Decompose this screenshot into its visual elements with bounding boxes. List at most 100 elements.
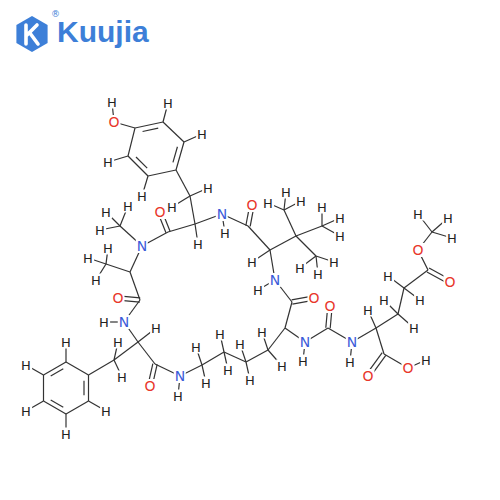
logo-text: Kuujia bbox=[57, 17, 149, 47]
bond-line bbox=[176, 142, 184, 170]
atom-label: H bbox=[98, 316, 110, 329]
atom-label: H bbox=[219, 227, 231, 240]
bond-line bbox=[66, 362, 89, 375]
atom-label: H bbox=[192, 238, 204, 251]
bond-line bbox=[284, 210, 296, 236]
atom-label: H bbox=[244, 374, 256, 387]
atom-label: H bbox=[362, 304, 374, 317]
bond-line bbox=[130, 272, 140, 300]
atom-label: H bbox=[414, 294, 426, 307]
atom-label: H bbox=[280, 186, 292, 199]
atom-label: H bbox=[408, 322, 420, 335]
atom-label: H bbox=[20, 359, 32, 372]
atom-label: O bbox=[143, 379, 156, 393]
atom-label: H bbox=[196, 128, 208, 141]
bond-line bbox=[376, 314, 398, 328]
atom-label: O bbox=[107, 115, 120, 129]
atom-label: H bbox=[256, 326, 268, 339]
atom-label: H bbox=[102, 156, 114, 169]
bond-line bbox=[296, 226, 322, 236]
atom-label: H bbox=[112, 336, 124, 349]
atom-label: H bbox=[234, 338, 246, 351]
atom-label: H bbox=[442, 212, 454, 225]
atom-label: H bbox=[20, 405, 32, 418]
atom-label: N bbox=[174, 369, 186, 383]
atom-label: O bbox=[411, 243, 424, 257]
atom-label: H bbox=[162, 97, 174, 110]
bond-line bbox=[136, 157, 147, 168]
atom-label: H bbox=[222, 364, 234, 377]
logo-glyph bbox=[26, 25, 38, 44]
atom-label: H bbox=[116, 371, 128, 384]
atom-label: H bbox=[328, 256, 340, 269]
logo-hexagon bbox=[16, 16, 47, 52]
atom-label: H bbox=[316, 201, 328, 214]
bond-line bbox=[268, 328, 285, 350]
atom-label: H bbox=[246, 256, 258, 269]
atom-label: O bbox=[153, 205, 166, 219]
atom-label: O bbox=[111, 291, 124, 305]
bond-line bbox=[248, 226, 270, 250]
atom-label: H bbox=[334, 212, 346, 225]
atom-label: H bbox=[446, 232, 458, 245]
atom-label: H bbox=[420, 354, 432, 367]
bond-line bbox=[202, 352, 224, 365]
atom-label: N bbox=[136, 239, 148, 253]
atom-label: H bbox=[90, 274, 102, 287]
bond-line bbox=[51, 369, 64, 376]
atom-label: N bbox=[216, 207, 228, 221]
trademark-sign: ® bbox=[51, 10, 60, 19]
bond-line bbox=[285, 302, 292, 328]
atom-label: H bbox=[100, 405, 112, 418]
bond-line bbox=[135, 122, 163, 128]
bond-line bbox=[83, 381, 84, 396]
bond-line bbox=[173, 147, 177, 163]
atom-label: H bbox=[312, 268, 324, 281]
atom-label: H bbox=[150, 322, 162, 335]
bond-line bbox=[88, 375, 89, 401]
atom-label: H bbox=[200, 377, 212, 390]
bond-line bbox=[224, 352, 246, 362]
bond-line bbox=[168, 224, 195, 232]
atom-label: H bbox=[382, 270, 394, 283]
atom-label: H bbox=[344, 356, 356, 369]
atom-label: N bbox=[118, 315, 130, 329]
atom-label: N bbox=[269, 273, 281, 287]
atom-label: H bbox=[295, 195, 307, 208]
atom-label: O bbox=[361, 369, 374, 383]
bond-line bbox=[148, 170, 176, 176]
atom-label: N bbox=[299, 335, 311, 349]
atom-label: O bbox=[245, 198, 258, 212]
bond-line bbox=[404, 270, 428, 288]
bond-line bbox=[128, 128, 135, 156]
logo-icon bbox=[16, 16, 47, 52]
atom-label: H bbox=[100, 206, 112, 219]
atom-label: H bbox=[412, 208, 424, 221]
bond-line bbox=[190, 196, 195, 224]
bond-line bbox=[296, 236, 316, 256]
atom-label: H bbox=[276, 360, 288, 373]
atom-label: N bbox=[346, 335, 358, 349]
atom-label: H bbox=[214, 328, 226, 341]
atom-label: H bbox=[102, 242, 114, 255]
atom-label: O bbox=[401, 361, 414, 375]
bond-line bbox=[43, 375, 44, 401]
bond-line bbox=[246, 350, 268, 362]
bond-line bbox=[106, 264, 130, 272]
atom-label: H bbox=[294, 262, 306, 275]
bond-line bbox=[176, 170, 190, 196]
atom-label: H bbox=[378, 294, 390, 307]
bond-line bbox=[89, 360, 115, 375]
atom-label: O bbox=[443, 275, 456, 289]
bond-line bbox=[376, 328, 384, 354]
atom-label: H bbox=[136, 190, 148, 203]
bond-line bbox=[128, 156, 148, 176]
atom-label: O bbox=[307, 291, 320, 305]
bond-line bbox=[138, 342, 155, 364]
bond-line bbox=[163, 122, 184, 142]
bond-line bbox=[66, 401, 89, 414]
atom-label: H bbox=[252, 284, 264, 297]
atom-label: H bbox=[202, 182, 214, 195]
